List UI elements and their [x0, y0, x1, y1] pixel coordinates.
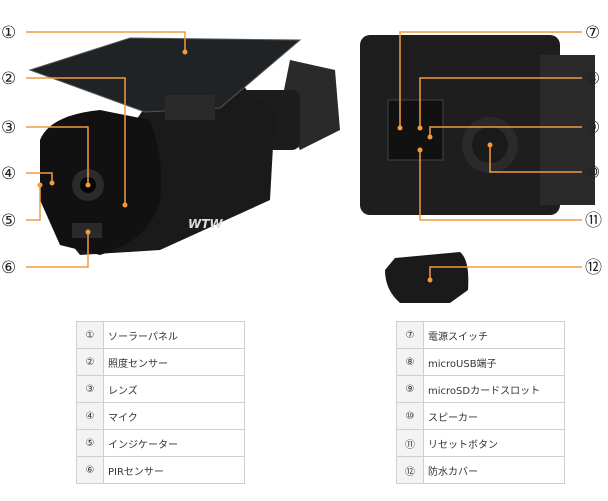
part-number: ⑪ [396, 429, 424, 457]
part-number: ① [76, 321, 104, 349]
part-name: PIRセンサー [103, 456, 245, 484]
callout-lines [26, 31, 582, 280]
callout-9: ⑨ [585, 118, 600, 138]
part-name: 防水カバー [423, 456, 565, 484]
callout-7: ⑦ [585, 23, 600, 43]
part-name: スピーカー [423, 402, 565, 430]
part-number: ⑥ [76, 456, 104, 484]
part-name: リセットボタン [423, 429, 565, 457]
part-name: レンズ [103, 375, 245, 403]
camera-front-image: WTW [28, 37, 340, 255]
part-number: ② [76, 348, 104, 376]
callout-8: ⑧ [585, 69, 600, 89]
part-name: マイク [103, 402, 245, 430]
callout-5: ⑤ [1, 211, 16, 231]
part-number: ④ [76, 402, 104, 430]
part-number: ⑨ [396, 375, 424, 403]
callout-1: ① [1, 23, 16, 43]
part-name: インジケーター [103, 429, 245, 457]
part-number: ⑧ [396, 348, 424, 376]
product-diagram: WTW ① ② ③ ④ ⑤ ⑥ ⑦ ⑧ ⑨ ⑩ ⑪ ⑫ [1, 23, 602, 303]
camera-back-image [360, 35, 595, 303]
callout-12: ⑫ [585, 258, 602, 278]
part-number: ⑩ [396, 402, 424, 430]
callout-2: ② [1, 69, 16, 89]
part-number: ③ [76, 375, 104, 403]
part-name: microUSB端子 [423, 348, 565, 376]
part-number: ⑦ [396, 321, 424, 349]
callout-10: ⑩ [585, 163, 600, 183]
part-name: 照度センサー [103, 348, 245, 376]
callout-11: ⑪ [585, 211, 602, 231]
part-number: ⑤ [76, 429, 104, 457]
callout-6: ⑥ [1, 258, 16, 278]
part-name: ソーラーパネル [103, 321, 245, 349]
part-number: ⑫ [396, 456, 424, 484]
part-name: 電源スイッチ [423, 321, 565, 349]
part-name: microSDカードスロット [423, 375, 565, 403]
callout-4: ④ [1, 164, 16, 184]
brand-logo: WTW [188, 217, 223, 231]
callout-3: ③ [1, 118, 16, 138]
